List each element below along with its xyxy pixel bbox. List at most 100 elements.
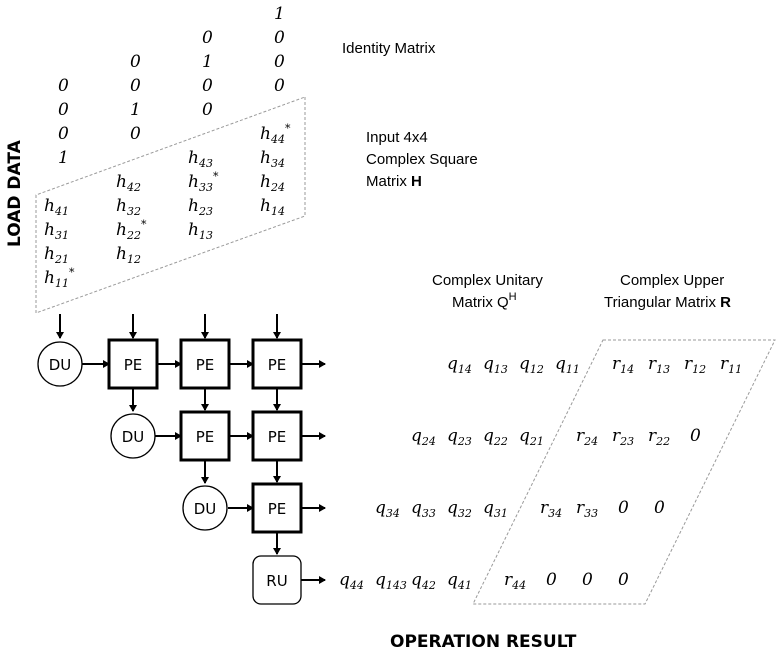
q-matrix-cell: q12: [519, 354, 544, 376]
input-matrix-cell: h12: [116, 244, 141, 266]
identity-cell: 0: [274, 52, 285, 72]
q-matrix-cell: q22: [483, 426, 508, 448]
ru-label: RU: [266, 572, 287, 590]
r-matrix-cell: r12: [684, 354, 706, 376]
r-matrix-cell: 0: [582, 570, 593, 590]
identity-cell: 0: [58, 76, 69, 96]
q-matrix-cell: q44: [339, 570, 364, 592]
r-matrix-cell: r13: [648, 354, 670, 376]
q-matrix-cell: q41: [447, 570, 472, 592]
q-matrix-cell: q32: [447, 498, 472, 520]
q-matrix-cell: q13: [483, 354, 508, 376]
identity-cell: 0: [274, 28, 285, 48]
r-matrix-cell: 0: [546, 570, 557, 590]
identity-cell: 1: [274, 4, 285, 24]
du-block-3: DU: [182, 485, 228, 531]
triangular-matrix-label-line2: Triangular Matrix R: [604, 294, 731, 311]
unitary-matrix-q: q14 q13 q12 q11 q24 q23 q22 q21 q34 q33 q32 q31 q44 q…: [339, 354, 580, 592]
du-block-2: DU: [110, 413, 156, 459]
input-matrix-cell: h23: [188, 196, 213, 218]
identity-cell: 1: [58, 148, 69, 168]
input-matrix-cell: h14: [260, 196, 285, 218]
q-matrix-cell: q42: [411, 570, 436, 592]
q-matrix-cell: q23: [447, 426, 472, 448]
identity-cell: 0: [202, 76, 213, 96]
pe-label: PE: [268, 356, 287, 374]
pe-block-r1c1: PE: [107, 338, 159, 390]
pe-block-r2c3: PE: [251, 410, 303, 462]
r-matrix-cell: r33: [576, 498, 598, 520]
ru-block: RU: [252, 555, 302, 605]
input-matrix-cell: h33*: [188, 170, 219, 194]
input-matrix-cell: h32: [116, 196, 141, 218]
input-matrix-label-line1: Input 4x4: [366, 129, 428, 146]
du-block-1: DU: [37, 341, 83, 387]
input-matrix-cell: h13: [188, 220, 213, 242]
q-matrix-cell: q33: [411, 498, 436, 520]
input-matrix-cell: h34: [260, 148, 285, 170]
identity-cell: 0: [130, 76, 141, 96]
q-matrix-cell: q31: [483, 498, 508, 520]
r-matrix-cell: r24: [576, 426, 598, 448]
q-matrix-cell: q11: [555, 354, 580, 376]
input-matrix-cell: h31: [44, 220, 69, 242]
pe-block-r1c2: PE: [179, 338, 231, 390]
r-matrix-cell: 0: [654, 498, 665, 518]
r-matrix-cell: 0: [618, 498, 629, 518]
identity-cell: 0: [202, 28, 213, 48]
result-matrix-boundary: [472, 339, 776, 605]
operation-result-title: OPERATION RESULT: [390, 632, 577, 652]
input-matrix-cell: h21: [44, 244, 69, 266]
r-matrix-cell: r14: [612, 354, 634, 376]
unitary-matrix-superscript: H: [509, 291, 517, 303]
pe-label: PE: [268, 500, 287, 518]
unitary-matrix-label-line1: Complex Unitary: [432, 272, 543, 289]
q-matrix-cell: q21: [519, 426, 544, 448]
input-matrix-cell: h24: [260, 172, 285, 194]
input-matrix-cell: h22*: [116, 218, 147, 242]
identity-cell: 0: [130, 124, 141, 144]
pe-label: PE: [196, 356, 215, 374]
triangular-matrix-symbol: R: [720, 294, 731, 311]
r-matrix-cell: 0: [690, 426, 701, 446]
q-matrix-cell: q143: [375, 570, 407, 592]
input-matrix-label-line2: Complex Square: [366, 151, 478, 168]
identity-cell: 0: [130, 52, 141, 72]
r-matrix-cell: r44: [504, 570, 526, 592]
du-label: DU: [122, 428, 145, 446]
q-matrix-cell: q14: [447, 354, 472, 376]
r-matrix-cell: r23: [612, 426, 634, 448]
q-matrix-cell: q24: [411, 426, 436, 448]
pe-block-r2c2: PE: [179, 410, 231, 462]
pe-label: PE: [268, 428, 287, 446]
triangular-matrix-label-line1: Complex Upper: [620, 272, 724, 289]
input-matrix-h: h44*h43h42h41h34h33*h32h31h24h23h22*h21h…: [44, 122, 291, 290]
identity-cell: 1: [130, 100, 141, 120]
r-matrix-cell: r22: [648, 426, 670, 448]
input-matrix-label-line3: Matrix H: [366, 173, 422, 190]
input-matrix-symbol: H: [411, 173, 422, 190]
r-matrix-cell: r11: [720, 354, 742, 376]
identity-cell: 0: [58, 124, 69, 144]
pe-block-r1c3: PE: [251, 338, 303, 390]
du-label: DU: [49, 356, 72, 374]
du-label: DU: [194, 500, 217, 518]
q-matrix-cell: q34: [375, 498, 400, 520]
input-matrix-cell: h44*: [260, 122, 291, 146]
unitary-matrix-label-line2: Matrix QH: [452, 291, 517, 311]
identity-cell: 0: [58, 100, 69, 120]
input-matrix-cell: h42: [116, 172, 141, 194]
input-matrix-cell: h43: [188, 148, 213, 170]
identity-cell: 1: [202, 52, 213, 72]
input-matrix-cell: h41: [44, 196, 69, 218]
identity-cell: 0: [202, 100, 213, 120]
input-matrix-cell: h11*: [44, 266, 75, 290]
identity-matrix-label: Identity Matrix: [342, 40, 436, 57]
pe-block-r3c3: PE: [251, 482, 303, 534]
r-matrix-cell: r34: [540, 498, 562, 520]
pe-label: PE: [196, 428, 215, 446]
